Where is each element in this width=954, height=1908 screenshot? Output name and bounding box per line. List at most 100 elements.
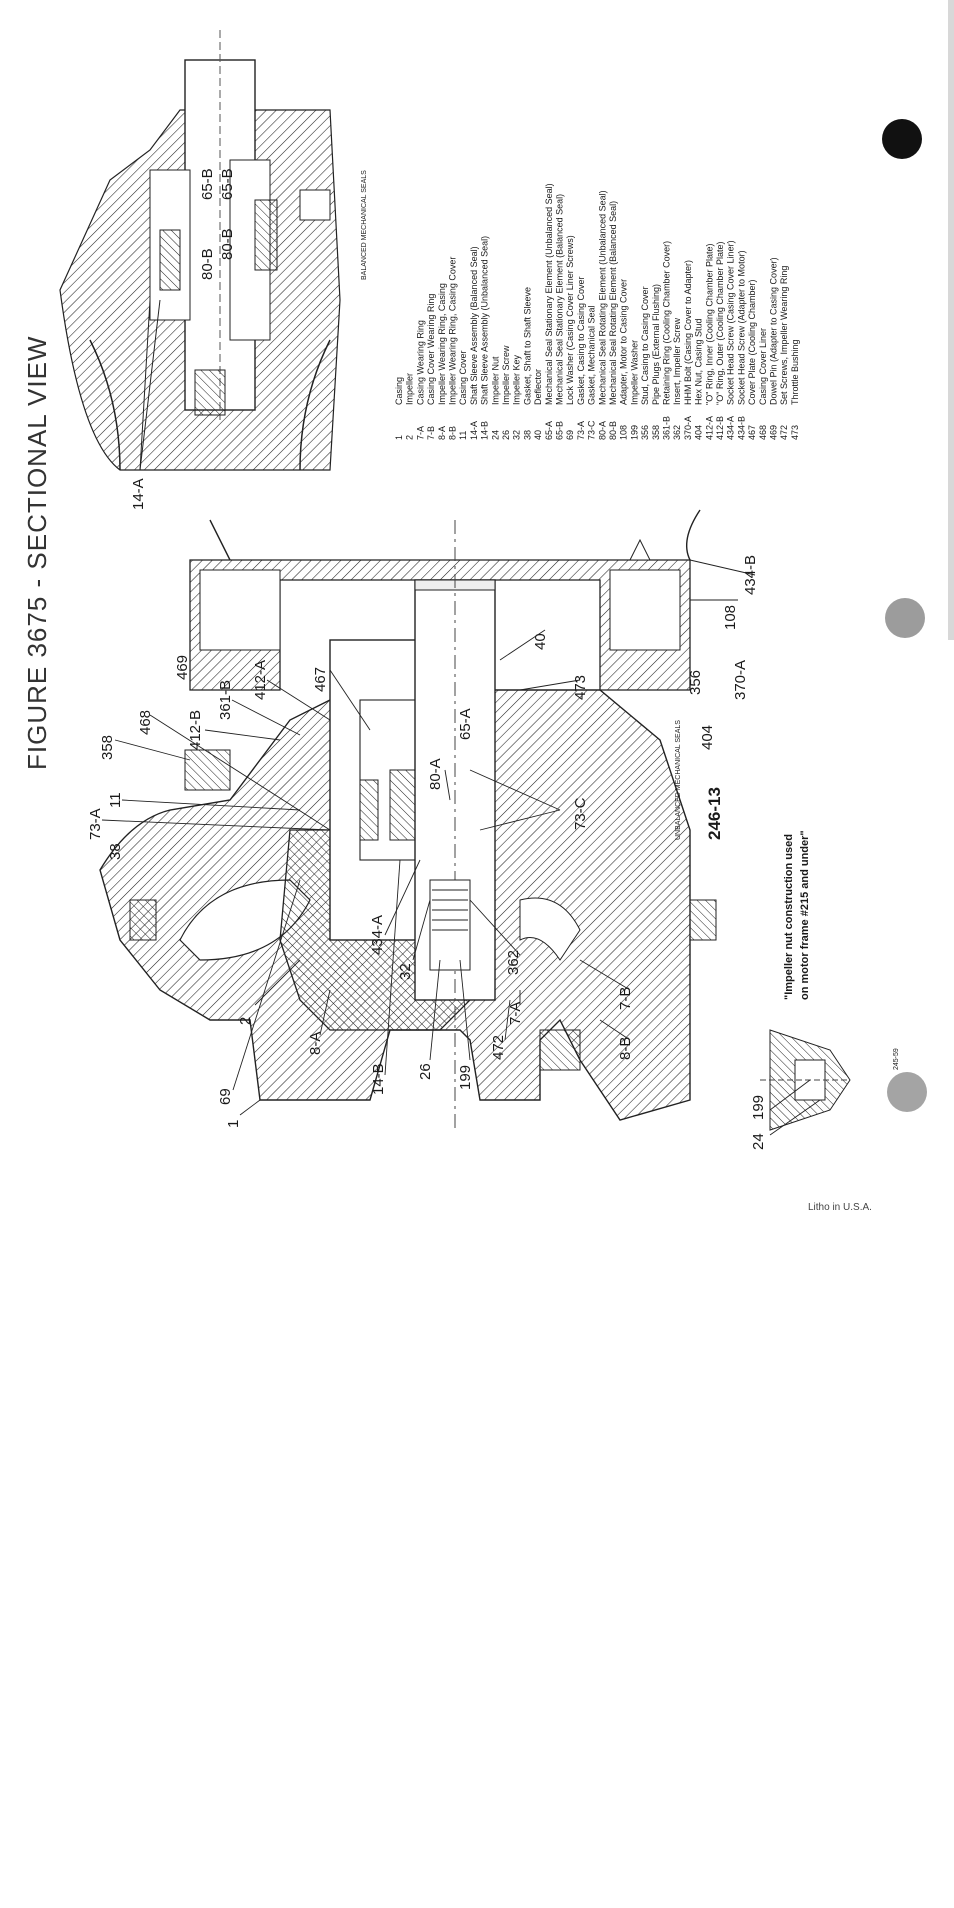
callout-32: 32	[397, 963, 414, 980]
callout-7-B: 7-B	[617, 987, 634, 1010]
callout-356: 356	[687, 670, 704, 695]
callout-80-B-2: 80-B	[199, 248, 216, 280]
callout-412-B: 412-B	[187, 710, 204, 750]
parts-list-name: Impeller Key	[512, 354, 522, 405]
parts-list-name: Shaft Sleeve Assembly (Balanced Seal)	[469, 246, 479, 405]
parts-list-number: 472	[779, 425, 789, 440]
parts-list-name: Lock Washer (Casing Cover Liner Screws)	[565, 235, 575, 405]
parts-list-number: 65-B	[555, 421, 565, 440]
parts-list-name: Impeller Wearing Ring, Casing Cover	[448, 257, 458, 405]
parts-list-name: Mechanical Seal Stationary Element (Unba…	[544, 183, 554, 405]
parts-list-number: 7-B	[426, 426, 436, 440]
callout-467: 467	[312, 667, 329, 692]
callout-8-B: 8-B	[617, 1037, 634, 1060]
callout-65-B-1: 65-B	[199, 168, 216, 200]
parts-list-name: Mechanical Seal Stationary Element (Bala…	[555, 194, 565, 405]
parts-list-number: 361-B	[662, 416, 672, 440]
parts-list-number: 38	[522, 430, 532, 440]
parts-list-number: 14-A	[469, 421, 479, 440]
callout-65-B-2: 65-B	[219, 168, 236, 200]
parts-list-number: 412-A	[704, 416, 714, 440]
parts-list-name: Insert, Impeller Screw	[672, 317, 682, 405]
parts-list-name: Pipe Plugs (External Flushing)	[651, 284, 661, 405]
parts-list-number: 434-B	[736, 416, 746, 440]
model-label: 246-13	[705, 787, 724, 840]
balanced-seals-label: BALANCED MECHANICAL SEALS	[361, 170, 368, 280]
parts-list-number: 26	[501, 430, 511, 440]
binder-hole-middle	[885, 598, 925, 638]
parts-list-name: Throttle Bushing	[790, 339, 800, 405]
callout-26: 26	[417, 1063, 434, 1080]
parts-list-number: 473	[790, 425, 800, 440]
parts-list-name: Impeller Washer	[629, 340, 639, 405]
parts-list-name: "O" Ring, Inner (Cooling Chamber Plate)	[704, 244, 714, 405]
callout-11: 11	[107, 792, 124, 808]
parts-list-number: 108	[619, 425, 629, 440]
parts-list-number: 358	[651, 425, 661, 440]
callout-412-A: 412-A	[252, 660, 269, 700]
callout-24-inset: 24	[750, 1133, 767, 1150]
parts-list-number: 356	[640, 425, 650, 440]
callout-73-C: 73-C	[572, 797, 589, 830]
callout-labels: 65-B 80-B 65-B 80-B 14-A BALANCED MECHAN…	[87, 168, 900, 1150]
parts-list-name: Gasket, Casing to Casing Cover	[576, 276, 586, 405]
parts-list-name: Casing Cover Liner	[758, 328, 768, 405]
parts-list-number: 80-B	[608, 421, 618, 440]
callout-8-A: 8-A	[307, 1032, 324, 1055]
callout-434-A: 434-A	[369, 915, 386, 955]
parts-list-number: 65-A	[544, 421, 554, 440]
parts-list-name: Retaining Ring (Cooling Chamber Cover)	[662, 241, 672, 405]
parts-list-number: 370-A	[683, 416, 693, 440]
callout-361-B: 361-B	[217, 680, 234, 720]
parts-list-number: 1	[394, 435, 404, 440]
parts-list-number: 73-A	[576, 421, 586, 440]
parts-list-name: HHM Bolt (Casing Cover to Adapter)	[683, 260, 693, 405]
callout-404: 404	[699, 725, 716, 750]
impeller-nut-inset	[760, 1029, 851, 1131]
parts-list-number: 404	[694, 425, 704, 440]
parts-list-name: Set Screws, Impeller Wearing Ring	[779, 266, 789, 405]
binder-hole-bottom	[887, 1072, 927, 1112]
parts-list-name: Casing Wearing Ring	[415, 320, 425, 405]
parts-list-number: 11	[458, 431, 468, 440]
parts-list-name: Hex Nut, Casing Stud	[694, 318, 704, 405]
callout-108: 108	[722, 605, 739, 630]
balanced-seal-inset	[59, 30, 341, 471]
callout-358: 358	[99, 735, 116, 760]
callout-14-B: 14-B	[370, 1063, 387, 1095]
parts-list-name: Gasket, Shaft to Shaft Sleeve	[522, 287, 532, 405]
callout-199-inset: 199	[750, 1095, 767, 1120]
parts-list-number: 7-A	[415, 426, 425, 440]
parts-list-name: Shaft Sleeve Assembly (Unbalanced Seal)	[480, 236, 490, 405]
binder-hole-top	[882, 119, 922, 159]
parts-list-number: 69	[565, 430, 575, 440]
callout-469: 469	[174, 655, 191, 680]
callout-69: 69	[217, 1088, 234, 1105]
unbalanced-seals-label: UNBALANCED MECHANICAL SEALS	[675, 720, 682, 840]
parts-list-name: Cover Plate (Cooling Chamber)	[747, 279, 757, 405]
callout-1: 1	[225, 1120, 242, 1128]
callout-65-A: 65-A	[457, 708, 474, 740]
parts-list-name: Impeller	[405, 373, 415, 405]
parts-list-name: Socket Head Screw (Adapter to Motor)	[736, 250, 746, 405]
parts-list-name: Casing Cover Wearing Ring	[426, 294, 436, 405]
parts-list-number: 73-C	[587, 420, 597, 440]
footnote-line-2: on motor frame #215 and under"	[799, 830, 811, 1000]
parts-list-name: Impeller Screw	[501, 345, 511, 405]
parts-list-name: Dowel Pin (Adapter to Casing Cover)	[769, 257, 779, 405]
callout-370-A: 370-A	[732, 660, 749, 700]
parts-list-name: Impeller Wearing Ring, Casing	[437, 283, 447, 405]
parts-list-number: 199	[629, 425, 639, 440]
parts-list-name: Socket Head Screw (Casing Cover Liner)	[726, 240, 736, 405]
parts-list-number: 467	[747, 425, 757, 440]
parts-list-name: Stud, Casing to Casing Cover	[640, 286, 650, 405]
callout-40: 40	[532, 633, 549, 650]
footnote-line-1: "Impeller nut construction used	[783, 834, 795, 1000]
callout-434-B: 434-B	[742, 555, 759, 595]
callout-472: 472	[490, 1035, 507, 1060]
callout-473: 473	[572, 675, 589, 700]
callout-468: 468	[137, 710, 154, 735]
callout-38: 38	[107, 843, 124, 860]
